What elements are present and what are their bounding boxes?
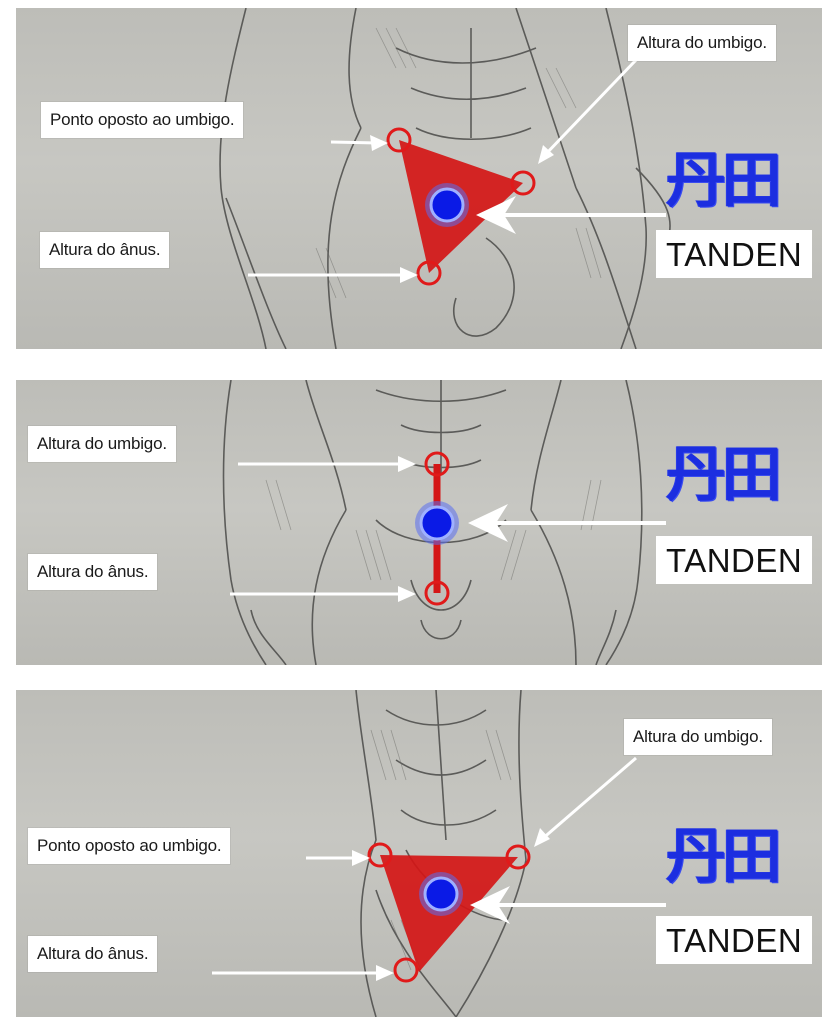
tanden-dot [425, 878, 457, 910]
callout-navel-height: Altura do umbigo. [624, 719, 772, 755]
arrow-navel [544, 60, 636, 156]
panel-three-quarter-view: Ponto oposto ao umbigo. Altura do umbigo… [16, 8, 822, 349]
panel-front-view: Altura do umbigo. Altura do ânus. 丹田 TAN… [16, 380, 822, 665]
tanden-dot [421, 507, 453, 539]
callout-anus-height: Altura do ânus. [40, 232, 169, 268]
figure-sketch [16, 380, 822, 665]
arrow-navel [541, 758, 636, 840]
callout-opposite-navel: Ponto oposto ao umbigo. [41, 102, 243, 138]
marker-anus [395, 959, 417, 981]
callout-navel-height: Altura do umbigo. [28, 426, 176, 462]
callout-anus-height: Altura do ânus. [28, 936, 157, 972]
tanden-label: TANDEN [656, 916, 812, 964]
tanden-kanji: 丹田 [666, 132, 778, 219]
tanden-label: TANDEN [656, 536, 812, 584]
callout-navel-height: Altura do umbigo. [628, 25, 776, 61]
callout-anus-height: Altura do ânus. [28, 554, 157, 590]
tanden-label: TANDEN [656, 230, 812, 278]
tanden-kanji: 丹田 [666, 426, 778, 513]
tanden-dot [431, 189, 463, 221]
tanden-kanji: 丹田 [666, 808, 778, 895]
panel-side-view: Ponto oposto ao umbigo. Altura do umbigo… [16, 690, 822, 1017]
callout-opposite-navel: Ponto oposto ao umbigo. [28, 828, 230, 864]
